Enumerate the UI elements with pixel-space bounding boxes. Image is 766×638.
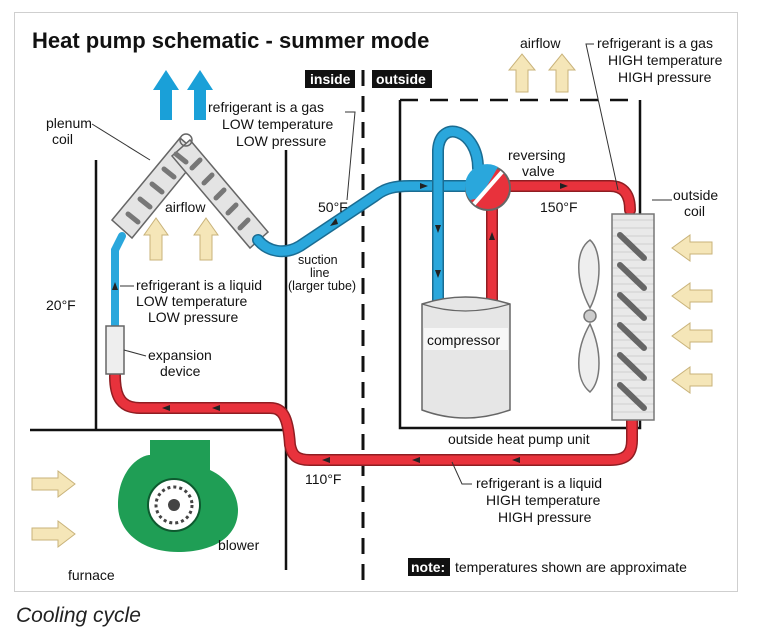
svg-text:LOW pressure: LOW pressure [236,133,326,149]
svg-text:refrigerant is a liquid: refrigerant is a liquid [136,277,262,293]
evaporator-feed-line [111,232,126,330]
temp-20: 20°F [46,297,76,313]
gas-low-label: refrigerant is a gas LOW temperature LOW… [208,99,333,149]
gas-high-leader [585,43,619,191]
svg-text:(larger tube): (larger tube) [288,279,356,293]
outside-airflow-label: airflow [520,35,561,51]
coil-airflow-label: airflow [165,199,206,215]
svg-text:HIGH pressure: HIGH pressure [618,69,712,85]
svg-text:HIGH pressure: HIGH pressure [498,509,592,525]
svg-text:coil: coil [684,203,705,219]
diagram-title: Heat pump schematic - summer mode [32,28,429,53]
coil-airflow-arrows [143,217,219,261]
inside-tag [305,70,355,88]
svg-text:refrigerant is a gas: refrigerant is a gas [597,35,713,51]
blower-label: blower [218,537,260,553]
flow-arrows [112,183,568,463]
liquid-high-leader [451,461,472,485]
liquid-line [110,371,637,465]
svg-text:LOW temperature: LOW temperature [222,116,333,132]
temp-150: 150°F [540,199,578,215]
reversing-valve-label: reversing valve [508,147,566,179]
condenser-fan [578,239,600,394]
compressor-suction-line [433,127,483,305]
temp-110: 110°F [305,471,341,487]
gas-low-leader [345,111,356,201]
plenum-coil [110,133,270,250]
outside-coil-airflow-arrows [671,234,713,394]
note-text: temperatures shown are approximate [455,559,687,575]
svg-text:expansion: expansion [148,347,212,363]
svg-text:suction: suction [298,253,338,267]
svg-text:device: device [160,363,201,379]
furnace-airflow-arrows [31,469,76,549]
suction-line [253,181,475,256]
compressor-label: compressor [427,332,500,348]
suction-line-label: suction line (larger tube) [288,253,356,293]
outside-coil [611,213,655,421]
svg-text:refrigerant is a gas: refrigerant is a gas [208,99,324,115]
expansion-leader [123,349,147,357]
temp-50: 50°F [318,199,348,215]
diagram-frame [14,12,738,592]
svg-text:valve: valve [522,163,555,179]
outside-unit-label: outside heat pump unit [448,431,590,447]
plenum-coil-label: plenum coil [46,115,92,147]
furnace-label: furnace [68,567,115,583]
note-tag [408,558,450,576]
svg-text:LOW pressure: LOW pressure [148,309,238,325]
outside-airflow-arrows [507,53,577,93]
svg-text:LOW temperature: LOW temperature [136,293,247,309]
compressor [421,296,511,419]
reversing-valve [465,164,511,211]
svg-text:outside: outside [673,187,718,203]
note-tag-label: note: [411,559,445,575]
hot-gas-line [500,181,635,215]
inside-label: inside [310,71,351,87]
expansion-device-label: expansion device [148,347,212,379]
svg-text:refrigerant is a liquid: refrigerant is a liquid [476,475,602,491]
svg-text:reversing: reversing [508,147,566,163]
outside-label: outside [376,71,426,87]
gas-high-label: refrigerant is a gas HIGH temperature HI… [597,35,723,85]
expansion-device [105,325,125,375]
svg-text:coil: coil [52,131,73,147]
svg-text:HIGH temperature: HIGH temperature [608,52,723,68]
svg-text:plenum: plenum [46,115,92,131]
plenum-coil-leader [91,123,151,161]
outside-tag [372,70,432,88]
liquid-high-label: refrigerant is a liquid HIGH temperature… [476,475,602,525]
outside-coil-label: outside coil [673,187,718,219]
cool-airflow-arrows [153,70,213,120]
figure-caption: Cooling cycle [16,604,141,627]
blower [118,440,238,552]
svg-text:HIGH temperature: HIGH temperature [486,492,601,508]
compressor-suction-outline [432,125,484,306]
liquid-low-label: refrigerant is a liquid LOW temperature … [136,277,262,325]
svg-text:line: line [310,266,330,280]
